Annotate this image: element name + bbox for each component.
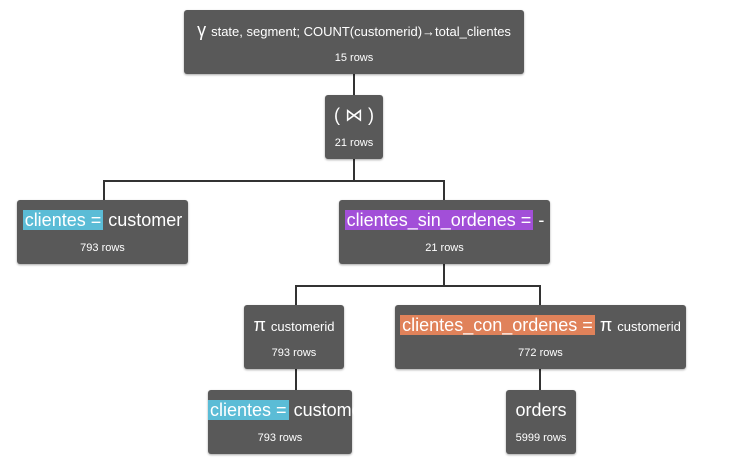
row-count: 21 rows (425, 242, 464, 254)
equals-sign: = (276, 400, 287, 420)
pi-symbol: π (253, 315, 266, 335)
edge-join-children (103, 159, 445, 200)
row-count: 793 rows (80, 242, 125, 254)
projection-args: customerid (617, 319, 681, 334)
table-name: orders (515, 400, 567, 420)
projection-node-right[interactable]: clientes_con_ordenes = π customerid 772 … (395, 305, 686, 369)
difference-operator: - (538, 210, 545, 230)
projection-node-left[interactable]: π customerid 793 rows (244, 305, 344, 369)
row-count: 15 rows (334, 52, 374, 64)
alias-label: clientes_sin_ordenes (346, 210, 516, 230)
alias-highlight: clientes_con_ordenes = (400, 315, 595, 335)
alias-label: clientes_con_ordenes (402, 315, 578, 335)
row-count: 793 rows (257, 432, 303, 444)
alias-label: clientes (24, 210, 86, 230)
equals-sign: = (520, 210, 532, 230)
join-node[interactable]: ( ⋈ ) 21 rows (325, 95, 383, 159)
alias-highlight: clientes = (22, 210, 104, 230)
equals-sign: = (90, 210, 102, 230)
row-count: 772 rows (518, 347, 563, 359)
projection-args: customerid (270, 319, 335, 334)
row-count: 793 rows (271, 347, 317, 359)
group-args: state, segment; COUNT(customerid)→total_… (211, 24, 511, 39)
difference-node[interactable]: clientes_sin_ordenes = - 21 rows (339, 200, 550, 264)
pi-symbol: π (599, 315, 613, 335)
alias-highlight: clientes = (208, 400, 289, 420)
clientes-customer-node[interactable]: clientes = customer 793 rows (17, 200, 188, 264)
join-label: ( ⋈ ) (334, 105, 374, 125)
row-count: 5999 rows (515, 432, 567, 444)
alias-label: clientes (210, 400, 272, 420)
row-count: 21 rows (334, 137, 374, 149)
group-node[interactable]: γ state, segment; COUNT(customerid)→tota… (184, 10, 524, 74)
edge-diff-children (295, 264, 541, 305)
orders-node[interactable]: orders 5999 rows (506, 390, 576, 454)
equals-sign: = (582, 315, 593, 335)
table-name: customer (293, 400, 368, 420)
alias-highlight: clientes_sin_ordenes = (344, 210, 534, 230)
gamma-symbol: γ (197, 20, 207, 40)
clientes-customer-node-bottom[interactable]: clientes = customer 793 rows (208, 390, 368, 454)
table-name: customer (108, 210, 183, 230)
